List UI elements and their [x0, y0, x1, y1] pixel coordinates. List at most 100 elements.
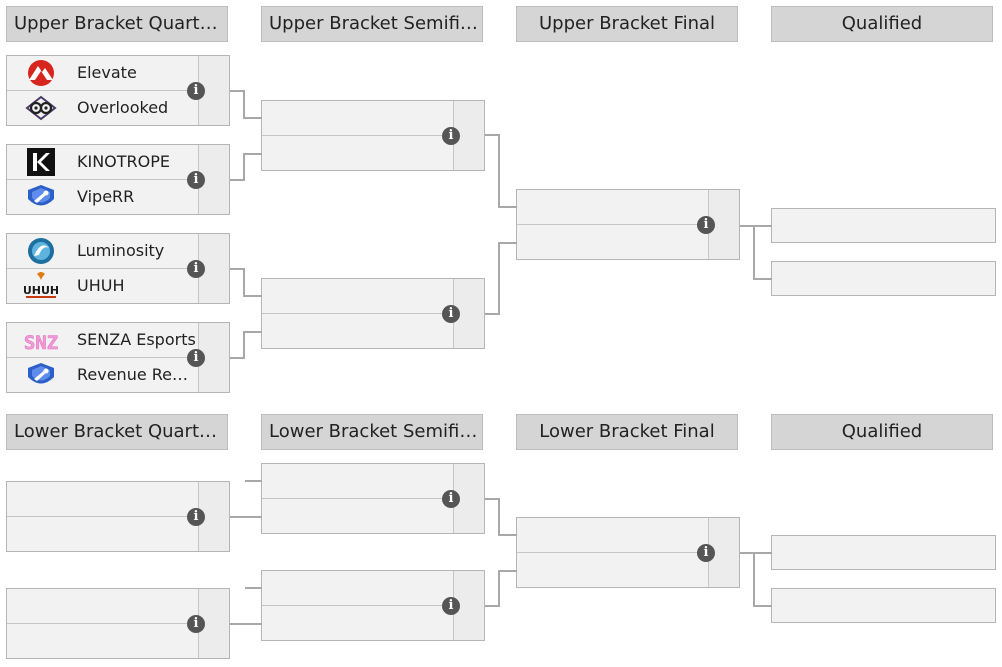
info-icon[interactable]: i: [187, 260, 205, 278]
senza-logo: SNZ: [24, 325, 59, 355]
connector-line: [230, 90, 244, 92]
header-lower-qualified: Qualified: [771, 414, 993, 450]
connector-line: [498, 242, 517, 244]
connector-line: [230, 357, 244, 359]
lower-final-match[interactable]: [516, 517, 740, 588]
qualified-slot-upper-1[interactable]: [771, 208, 996, 243]
team-name: SENZA Esports: [77, 330, 196, 349]
rocket-league-logo: [24, 182, 58, 212]
svg-text:SNZ: SNZ: [24, 332, 58, 354]
connector-line: [243, 153, 262, 155]
rocket-league-logo: [24, 360, 58, 390]
team-slot[interactable]: Elevate: [7, 56, 198, 91]
team-name: Luminosity: [77, 241, 165, 260]
connector-line: [243, 90, 245, 119]
team-slot[interactable]: [517, 518, 708, 553]
team-slot[interactable]: [7, 624, 198, 658]
connector-line: [498, 534, 517, 536]
team-slot[interactable]: KINOTROPE: [7, 145, 198, 180]
connector-line: [485, 498, 499, 500]
team-slot[interactable]: Overlooked: [7, 91, 198, 125]
team-slot[interactable]: [262, 499, 453, 533]
team-name: KINOTROPE: [77, 152, 171, 171]
info-icon[interactable]: i: [442, 597, 460, 615]
info-icon[interactable]: i: [187, 82, 205, 100]
connector-line: [753, 225, 755, 280]
connector-line: [243, 117, 262, 119]
lower-semifinal-match-2[interactable]: [261, 570, 485, 641]
connector-line: [498, 242, 500, 315]
connector-line: [498, 570, 517, 572]
header-upper-quarterfinals: Upper Bracket Quarterfinals: [6, 6, 228, 42]
connector-line: [740, 552, 772, 554]
connector-line: [753, 278, 772, 280]
team-slot[interactable]: [7, 517, 198, 551]
connector-line: [243, 331, 245, 359]
info-icon[interactable]: i: [187, 349, 205, 367]
info-icon[interactable]: i: [187, 508, 205, 526]
info-icon[interactable]: i: [697, 216, 715, 234]
team-slot[interactable]: [262, 279, 453, 314]
team-slot[interactable]: [7, 589, 198, 624]
team-slot[interactable]: [262, 464, 453, 499]
connector-line: [485, 605, 499, 607]
team-slot[interactable]: VipeRR: [7, 180, 198, 214]
qualified-slot-lower-2[interactable]: [771, 588, 996, 623]
connector-line: [498, 206, 517, 208]
qualified-slot-upper-2[interactable]: [771, 261, 996, 296]
elevate-logo: [24, 58, 58, 88]
header-upper-semifinals: Upper Bracket Semifinals: [261, 6, 483, 42]
team-slot[interactable]: [262, 314, 453, 348]
team-slot[interactable]: Revenue Redemption: [7, 358, 198, 392]
connector-line: [485, 313, 499, 315]
connector-line: [243, 153, 245, 181]
team-name: UHUH: [77, 276, 125, 295]
kinotrope-logo: [24, 147, 58, 177]
connector-line: [498, 134, 500, 208]
info-icon[interactable]: i: [187, 615, 205, 633]
team-slot[interactable]: UHUH UHUH: [7, 269, 198, 303]
header-upper-final: Upper Bracket Final: [516, 6, 738, 42]
upper-quarterfinal-match-3[interactable]: Luminosity UHUH UHUH: [6, 233, 230, 304]
connector-line: [753, 552, 755, 607]
info-icon[interactable]: i: [442, 127, 460, 145]
team-slot[interactable]: [7, 482, 198, 517]
team-slot[interactable]: [262, 101, 453, 136]
team-name: Elevate: [77, 63, 137, 82]
team-slot[interactable]: [517, 190, 708, 225]
connector-line: [498, 498, 500, 536]
team-slot[interactable]: [517, 553, 708, 587]
qualified-slot-lower-1[interactable]: [771, 535, 996, 570]
team-slot[interactable]: [262, 606, 453, 640]
connector-line: [485, 134, 499, 136]
connector-line: [753, 605, 772, 607]
header-lower-final: Lower Bracket Final: [516, 414, 738, 450]
team-slot[interactable]: [262, 571, 453, 606]
team-slot[interactable]: Luminosity: [7, 234, 198, 269]
overlooked-logo: [24, 93, 58, 123]
team-name: Overlooked: [77, 98, 169, 117]
info-icon[interactable]: i: [442, 305, 460, 323]
team-name: VipeRR: [77, 187, 135, 206]
luminosity-logo: [24, 236, 58, 266]
team-slot[interactable]: [262, 136, 453, 170]
info-icon[interactable]: i: [442, 490, 460, 508]
team-slot[interactable]: [517, 225, 708, 259]
connector-line: [243, 295, 262, 297]
upper-quarterfinal-match-1[interactable]: Elevate Overlooked: [6, 55, 230, 126]
connector-line: [230, 516, 262, 518]
info-icon[interactable]: i: [697, 544, 715, 562]
header-lower-quarterfinals: Lower Bracket Quarterfinals: [6, 414, 228, 450]
header-lower-semifinals: Lower Bracket Semifinals: [261, 414, 483, 450]
upper-quarterfinal-match-2[interactable]: KINOTROPE VipeRR: [6, 144, 230, 215]
team-slot[interactable]: SNZ SENZA Esports: [7, 323, 198, 358]
connector-line: [230, 179, 244, 181]
connector-line: [245, 587, 262, 589]
connector-line: [740, 225, 772, 227]
svg-text:UHUH: UHUH: [24, 284, 58, 297]
connector-line: [243, 331, 262, 333]
team-name: Revenue Redemption: [77, 365, 196, 384]
uhuh-logo: UHUH: [23, 271, 59, 301]
info-icon[interactable]: i: [187, 171, 205, 189]
connector-line: [245, 480, 262, 482]
